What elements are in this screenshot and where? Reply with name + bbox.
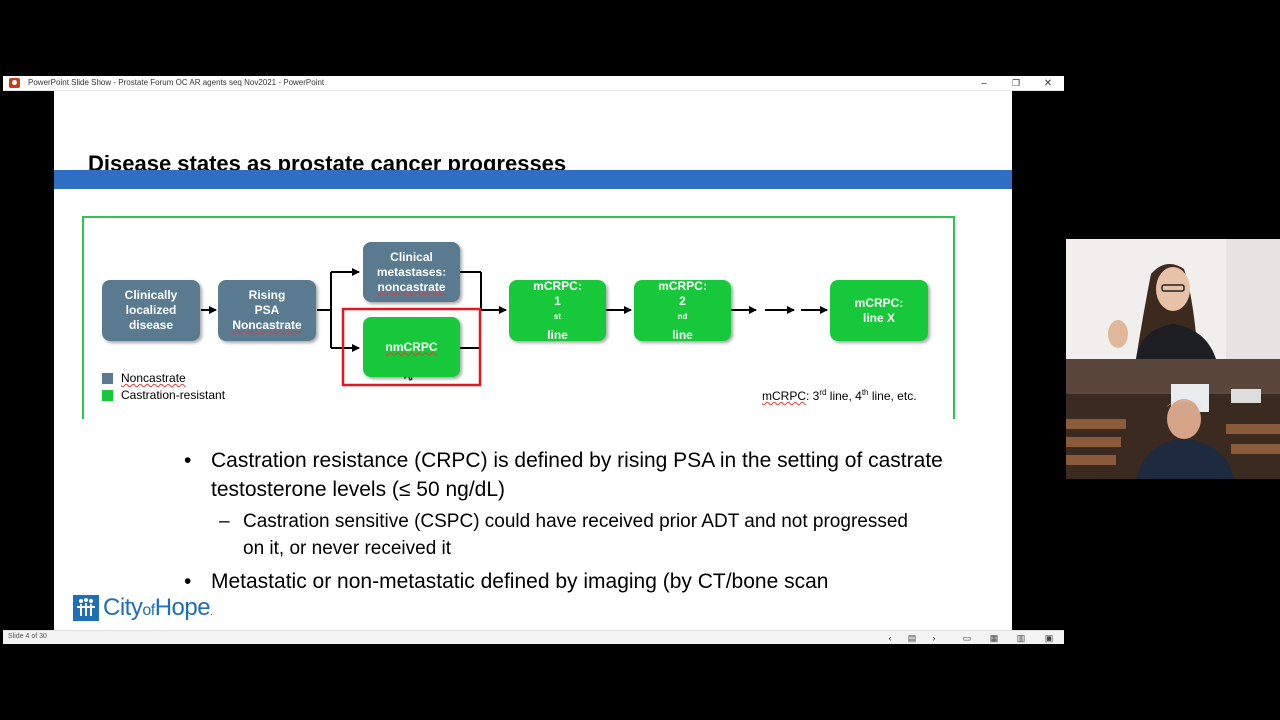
legend-label-castration-resistant: Castration-resistant — [121, 388, 226, 402]
city-of-hope-logo: CityofHope. — [73, 594, 213, 621]
slide[interactable]: Disease states as prostate cancer progre… — [54, 91, 1012, 630]
box-line: disease — [128, 318, 174, 332]
powerpoint-icon — [9, 78, 20, 88]
city-of-hope-wordmark: CityofHope. — [103, 594, 213, 621]
bullet-crpc-definition: Castration resistance (CRPC) is defined … — [184, 446, 944, 504]
close-button[interactable]: ✕ — [1043, 78, 1053, 89]
box-clinically-localized: Clinically localized disease — [102, 280, 200, 341]
title-bar: PowerPoint Slide Show - Prostate Forum O… — [3, 76, 1064, 91]
status-bar: Slide 4 of 30 ‹ ▤ › ▭ ▦ ▥ ▣ — [3, 630, 1064, 644]
box-line: Clinically — [124, 288, 178, 302]
bullet-metastatic: Metastatic or non-metastatic defined by … — [184, 567, 964, 596]
box-line: nmCRPC — [385, 339, 438, 354]
slide-sorter-icon[interactable]: ▦ — [989, 633, 999, 643]
previous-slide-icon[interactable]: ‹ — [888, 633, 892, 643]
box-line: localized — [125, 303, 177, 317]
normal-view-icon[interactable]: ▭ — [962, 633, 972, 643]
presenter-video-image — [1066, 239, 1280, 359]
video-feed-attendee — [1066, 359, 1280, 479]
sub-bullet-cspc: Castration sensitive (CSPC) could have r… — [211, 508, 911, 562]
video-feed-presenter — [1066, 239, 1280, 359]
box-line: mCRPC: — [658, 278, 707, 293]
reading-view-icon[interactable]: ▥ — [1016, 633, 1026, 643]
legend-label-noncastrate: Noncastrate — [121, 371, 186, 385]
box-line: metastases: — [376, 264, 447, 279]
city-of-hope-logo-icon — [73, 595, 99, 621]
minimize-button[interactable]: – — [981, 78, 987, 89]
mcrpc-lines-note: mCRPC: 3rd line, 4th line, etc. — [762, 388, 917, 403]
legend-swatch-noncastrate — [102, 373, 113, 384]
powerpoint-window: PowerPoint Slide Show - Prostate Forum O… — [3, 76, 1064, 644]
box-line: Clinical — [390, 249, 433, 264]
restore-button[interactable]: ❐ — [1011, 78, 1021, 88]
box-line: Rising — [248, 288, 286, 302]
window-title: PowerPoint Slide Show - Prostate Forum O… — [28, 78, 325, 87]
box-line: Noncastrate — [232, 318, 302, 332]
slide-menu-icon[interactable]: ▤ — [907, 633, 917, 643]
diagram-arrows — [201, 268, 828, 387]
next-slide-icon[interactable]: › — [932, 633, 936, 643]
slide-indicator: Slide 4 of 30 — [8, 633, 47, 640]
box-line: mCRPC: — [854, 295, 904, 310]
box-line: mCRPC: — [533, 278, 582, 293]
box-line: noncastrate — [377, 279, 446, 294]
box-line: PSA — [254, 303, 280, 317]
legend-swatch-castration-resistant — [102, 390, 113, 401]
box-mcrpc-line-x: mCRPC: line X — [830, 280, 928, 341]
box-clinical-metastases: Clinical metastases: noncastrate — [363, 242, 460, 302]
slide-show-area[interactable]: Disease states as prostate cancer progre… — [3, 91, 1064, 630]
title-divider-bar — [54, 170, 1012, 189]
slide-show-icon[interactable]: ▣ — [1044, 633, 1054, 643]
attendee-video-image — [1066, 359, 1280, 479]
box-nmcrpc: nmCRPC — [363, 317, 460, 377]
diagram-frame — [82, 216, 955, 419]
box-line: line X — [862, 310, 895, 325]
nmcrpc-highlight-box — [341, 307, 482, 387]
box-rising-psa: Rising PSA Noncastrate — [218, 280, 316, 341]
